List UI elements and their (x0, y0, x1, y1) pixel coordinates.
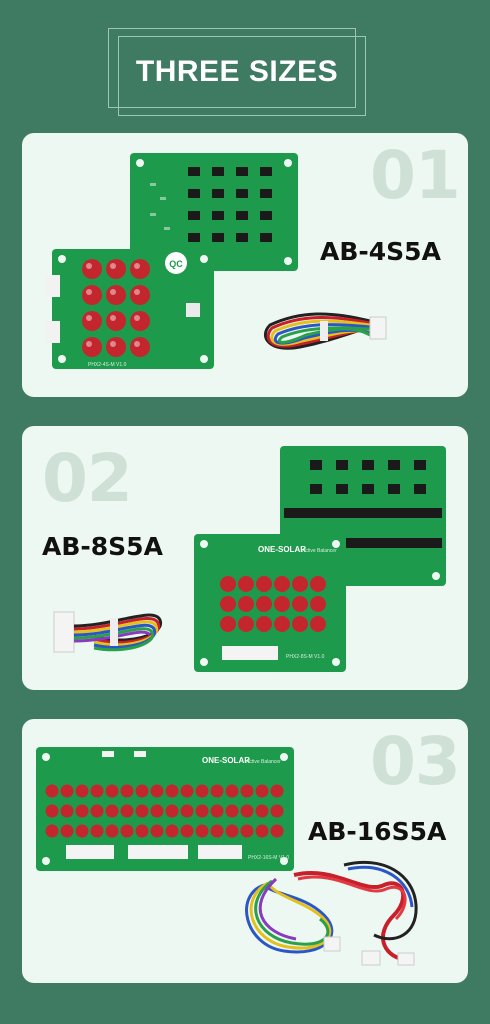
board-brand: ONE-SOLAR (202, 756, 250, 765)
capacitor (60, 804, 74, 818)
capacitor (180, 804, 194, 818)
capacitor (270, 824, 284, 838)
capacitor (105, 804, 119, 818)
capacitor (240, 804, 254, 818)
product-card-3: 03 AB-16S5A ONE-SOLAR Active Balancer PH… (22, 719, 468, 983)
capacitor (60, 824, 74, 838)
title-frame-front (118, 36, 366, 116)
product-card-1: 01 AB-4S5A (22, 133, 468, 397)
capacitor (90, 784, 104, 798)
cable-16s-image (245, 860, 418, 966)
capacitor (195, 824, 209, 838)
capacitor (150, 824, 164, 838)
capacitor (255, 824, 269, 838)
product-model: AB-8S5A (42, 532, 163, 561)
capacitor-board-long-image: ONE-SOLAR Active Balancer PHX2-16S-M V1.… (36, 747, 294, 871)
page-title: THREE SIZES (135, 55, 339, 88)
capacitor (270, 804, 284, 818)
capacitor (195, 784, 209, 798)
capacitor (225, 804, 239, 818)
board-label: PHX2-16S-M V1.0 (248, 855, 289, 861)
board-subtitle: Active Balancer (302, 548, 337, 554)
capacitor (120, 784, 134, 798)
capacitor (90, 804, 104, 818)
capacitor (75, 804, 89, 818)
capacitor (135, 804, 149, 818)
capacitor (165, 804, 179, 818)
cable-4s-image (263, 312, 387, 350)
capacitor-board-image: QC PHX2-4S-M V1.0 (46, 249, 214, 369)
qc-badge-label: QC (169, 259, 183, 269)
capacitor (45, 784, 59, 798)
capacitor (255, 804, 269, 818)
capacitor (45, 804, 59, 818)
capacitor (120, 804, 134, 818)
board-label: PHX2-8S-M V1.0 (286, 654, 325, 660)
capacitor (225, 824, 239, 838)
capacitor (210, 824, 224, 838)
board-brand: ONE-SOLAR (258, 545, 306, 554)
product-number: 02 (42, 440, 133, 517)
title-box: THREE SIZES (108, 28, 366, 116)
product-model: AB-4S5A (320, 237, 441, 266)
capacitor (270, 784, 284, 798)
product-number: 01 (370, 137, 461, 214)
capacitor (240, 784, 254, 798)
capacitor (135, 824, 149, 838)
capacitor (180, 784, 194, 798)
capacitor-board-image: ONE-SOLAR Active Balancer PHX2-8S-M V1.0 (194, 534, 346, 672)
capacitor (135, 784, 149, 798)
capacitor (165, 824, 179, 838)
qc-badge (165, 252, 187, 274)
capacitor (210, 784, 224, 798)
capacitor (150, 784, 164, 798)
capacitor (165, 784, 179, 798)
capacitor (105, 824, 119, 838)
product-model: AB-16S5A (308, 817, 447, 846)
board-subtitle: Active Balancer (246, 759, 281, 765)
capacitor (105, 784, 119, 798)
product-number: 03 (370, 723, 461, 800)
capacitor (255, 784, 269, 798)
capacitor (225, 784, 239, 798)
capacitor (150, 804, 164, 818)
capacitor (120, 824, 134, 838)
capacitor (90, 824, 104, 838)
title-frame-back (108, 28, 356, 108)
capacitor (75, 784, 89, 798)
capacitor (195, 804, 209, 818)
mosfet-board-image (130, 153, 298, 271)
capacitor (60, 784, 74, 798)
capacitor (210, 804, 224, 818)
product-card-2: 02 AB-8S5A ONE-SOLAR Active Balancer (22, 426, 468, 690)
board-label: PHX2-4S-M V1.0 (88, 362, 127, 368)
capacitor (45, 824, 59, 838)
cable-8s-image (53, 611, 162, 653)
capacitor (240, 824, 254, 838)
capacitor (75, 824, 89, 838)
capacitor (180, 824, 194, 838)
